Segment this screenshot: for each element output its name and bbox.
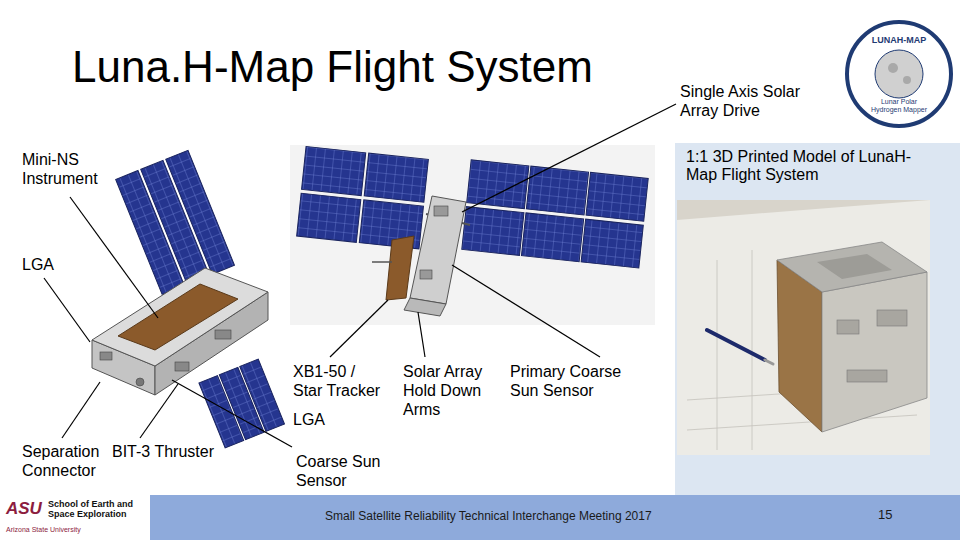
node-heading: ASU <box>6 500 42 519</box>
leader-line <box>462 104 676 212</box>
solar-panel <box>297 193 361 242</box>
model-photo <box>677 200 930 455</box>
leader-line <box>140 384 178 438</box>
leader-line <box>70 197 158 318</box>
footer-band: ASU School of Earth and Space Exploration… <box>0 495 960 540</box>
mini-ns-panel <box>118 284 238 350</box>
mission-patch: LUNAH-MAP Lunar Polar Hydrogen Mapper <box>843 18 955 130</box>
callout-label: Solar Array Hold Down Arms <box>403 362 498 420</box>
model-top <box>777 242 927 292</box>
paper-grid <box>687 415 917 430</box>
solar-panel <box>297 147 429 249</box>
callout-label: Mini-NS Instrument <box>22 150 122 188</box>
spacecraft-body <box>175 362 189 371</box>
solar-panel <box>462 207 524 256</box>
model-top-detail <box>817 254 892 279</box>
callout-label: Separation Connector <box>22 442 112 480</box>
callout-label: XB1-50 / Star Tracker <box>293 362 384 400</box>
callout-label: BIT-3 Thruster <box>112 442 214 461</box>
paper-grid <box>717 260 718 450</box>
slide-title: Luna.H-Map Flight System <box>72 42 593 93</box>
solar-panel <box>302 147 366 196</box>
solar-panel <box>586 172 648 221</box>
leader-line <box>44 104 676 447</box>
photo-panel: 1:1 3D Printed Model of LunaH-Map Flight… <box>675 143 960 495</box>
solar-panel <box>240 359 285 431</box>
moon-disc <box>875 50 923 98</box>
spacecraft-body <box>372 196 470 316</box>
model-detail <box>847 370 887 382</box>
leader-line <box>44 278 90 342</box>
solar-panel <box>364 153 428 202</box>
solar-panel <box>526 166 588 215</box>
spacecraft-body <box>136 378 144 386</box>
leader-line <box>172 380 292 447</box>
node-heading: 1:1 3D Printed Model of LunaH-Map Flight… <box>686 148 926 183</box>
callout-label: Single Axis Solar Array Drive <box>680 82 804 120</box>
leader-line <box>62 382 100 438</box>
callout-label: Primary Coarse Sun Sensor <box>510 362 635 400</box>
node-text: 15 <box>878 508 892 522</box>
solar-panel <box>199 359 285 448</box>
university-logo: ASU School of Earth and Space Exploration… <box>0 495 150 540</box>
leader-line <box>452 265 600 357</box>
spacecraft-body <box>372 261 392 263</box>
paper-sheet <box>677 200 930 455</box>
spacecraft-body <box>404 298 446 316</box>
spacecraft-body <box>215 330 231 339</box>
crater <box>903 76 911 84</box>
spacecraft-body <box>434 206 448 216</box>
spacecraft-body <box>386 236 414 300</box>
model-detail <box>837 320 859 334</box>
solar-panel <box>581 219 643 268</box>
solar-panel <box>166 150 235 274</box>
node-text: Arizona State University <box>6 526 81 534</box>
callout-label: LGA <box>22 255 54 274</box>
node-heading: LUNAH-MAP <box>849 36 949 46</box>
node-text: School of Earth and Space Exploration <box>48 499 146 520</box>
patch-outline <box>843 18 955 130</box>
solar-panel <box>462 160 648 268</box>
patch-ring <box>847 22 951 126</box>
render-ground <box>290 145 655 325</box>
callout-label: LGA <box>293 410 325 429</box>
spacecraft-body <box>420 270 432 279</box>
paper-grid <box>752 250 753 450</box>
spacecraft-body <box>100 352 112 360</box>
spacecraft-body <box>410 196 466 304</box>
model-front <box>822 272 927 432</box>
node-heading: Small Satellite Reliability Technical In… <box>325 510 652 523</box>
leader-line <box>418 312 425 357</box>
pen <box>707 330 765 360</box>
model-detail <box>877 310 907 326</box>
crater <box>888 63 898 73</box>
node-text: Lunar Polar Hydrogen Mapper <box>867 98 931 113</box>
spacecraft-body <box>92 268 268 366</box>
callout-label: Coarse Sun Sensor <box>296 452 388 490</box>
pen-tip <box>765 360 773 364</box>
leader-line <box>330 300 388 357</box>
solar-panel <box>521 213 583 262</box>
solar-panel <box>467 160 529 209</box>
model-photo <box>677 200 930 455</box>
